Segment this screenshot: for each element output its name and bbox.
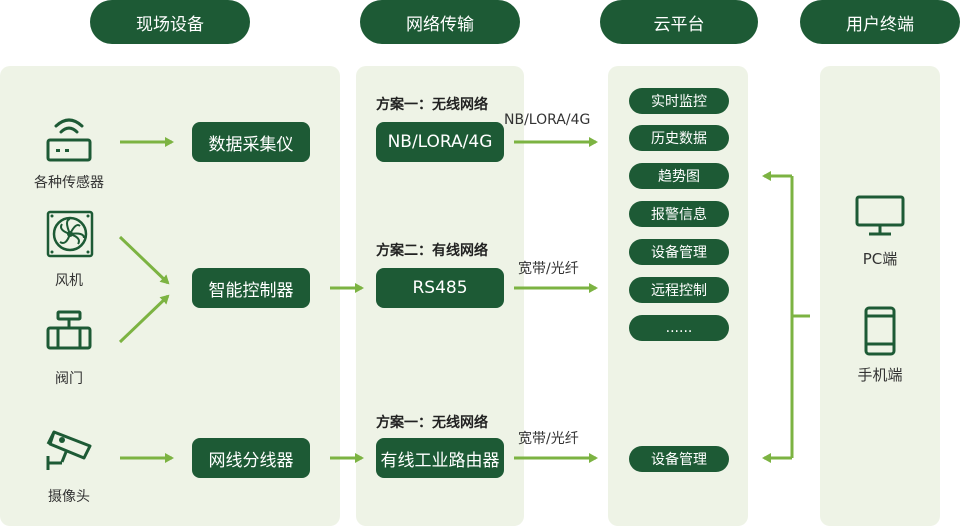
cloud-item-alarm-info: 报警信息 — [629, 201, 729, 227]
panel-terminal — [820, 66, 940, 526]
scheme3-title: 方案一：无线网络 — [376, 415, 488, 431]
fan-icon — [46, 210, 94, 258]
header-user-terminal: 用户终端 — [800, 0, 960, 44]
terminal-label-mobile: 手机端 — [857, 366, 903, 384]
cloud-item-realtime-monitor: 实时监控 — [629, 88, 729, 114]
box-rs485: RS485 — [376, 268, 504, 308]
box-data-collector: 数据采集仪 — [192, 122, 310, 162]
header-field-devices: 现场设备 — [90, 0, 250, 44]
arrow-valve-to-controller — [118, 294, 170, 344]
monitor-icon — [855, 195, 905, 236]
cloud-item-device-manage: 设备管理 — [629, 239, 729, 265]
device-label-camera: 摄像头 — [48, 489, 90, 505]
phone-icon — [864, 306, 896, 356]
box-industrial-router: 有线工业路由器 — [376, 438, 504, 478]
link-label-nb-lora-4g: NB/LORA/4G — [504, 112, 591, 128]
router-sensor-icon — [46, 118, 92, 162]
link-label-broadband-1: 宽带/光纤 — [518, 261, 579, 277]
box-network-splitter: 网线分线器 — [192, 438, 310, 478]
cloud-item-device-manage-bottom: 设备管理 — [629, 446, 729, 472]
device-label-sensor: 各种传感器 — [34, 175, 104, 191]
arrow-fan-to-controller — [118, 235, 170, 285]
link-label-broadband-2: 宽带/光纤 — [518, 431, 579, 447]
device-label-fan: 风机 — [55, 273, 83, 289]
terminal-label-pc: PC端 — [862, 250, 898, 268]
cloud-item-more: ...... — [629, 315, 729, 341]
camera-icon — [46, 430, 92, 470]
device-label-valve: 阀门 — [55, 371, 83, 387]
box-smart-controller: 智能控制器 — [192, 268, 310, 308]
scheme2-title: 方案二：有线网络 — [376, 243, 488, 259]
header-network-transmission: 网络传输 — [360, 0, 520, 44]
header-cloud-platform: 云平台 — [600, 0, 758, 44]
cloud-item-history-data: 历史数据 — [629, 125, 729, 151]
scheme1-title: 方案一：无线网络 — [376, 97, 488, 113]
valve-icon — [46, 310, 92, 350]
cloud-item-trend-chart: 趋势图 — [629, 163, 729, 189]
box-nb-lora-4g: NB/LORA/4G — [376, 122, 504, 162]
cloud-item-remote-control: 远程控制 — [629, 277, 729, 303]
